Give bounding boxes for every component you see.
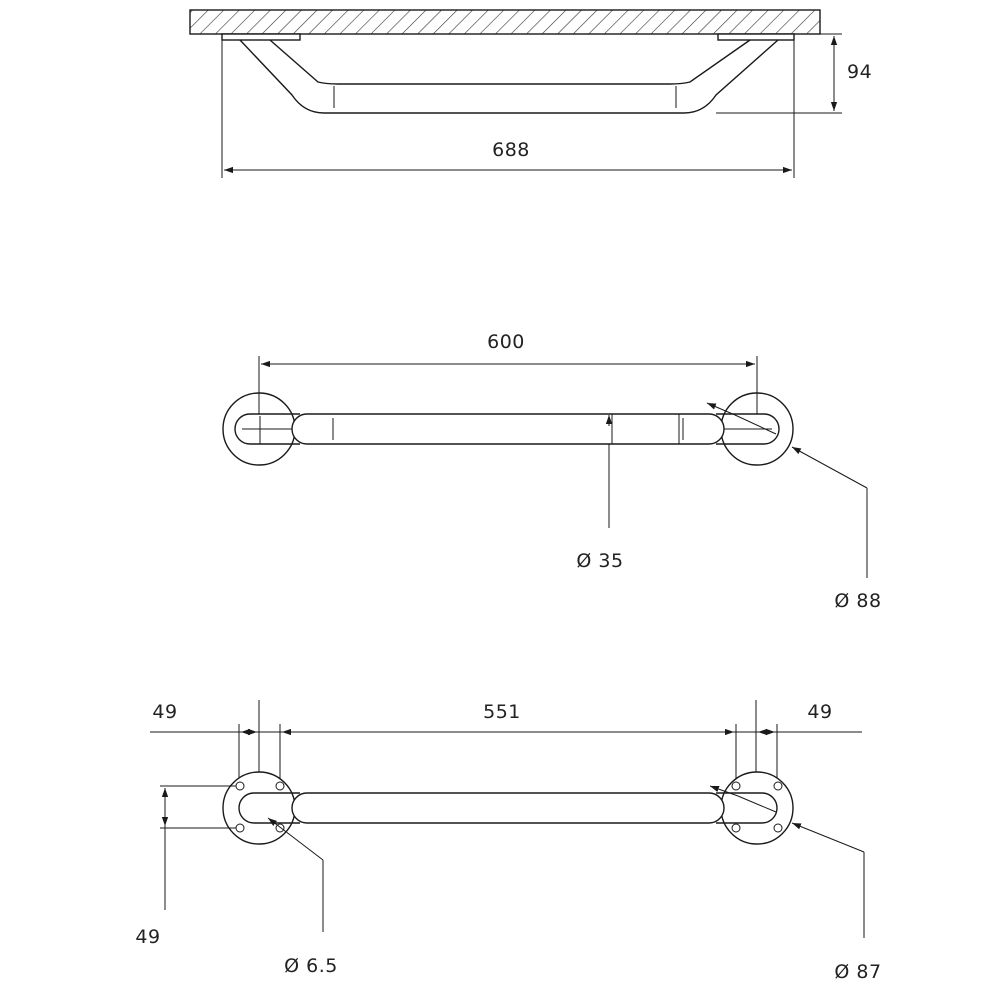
height-dimension-label: 94 xyxy=(847,61,872,83)
side-bar-inner-edge xyxy=(269,39,751,85)
right-bar-end-cap xyxy=(716,413,780,445)
side-view: 688 94 xyxy=(189,9,872,178)
plate-diameter-arrow-inner xyxy=(709,785,739,797)
front-bar-tube xyxy=(291,413,725,445)
flange-diameter-label: Ø 88 xyxy=(834,590,881,612)
left-wall-flange xyxy=(221,33,301,41)
mounting-left-bar-end xyxy=(238,792,300,824)
wall-section xyxy=(189,9,821,35)
side-bar-outer-edge xyxy=(239,39,779,114)
right-screw-hole-bottom-left xyxy=(731,823,741,833)
tube-diameter-label: Ø 35 xyxy=(576,550,623,572)
mounting-bar-tube xyxy=(291,792,725,824)
front-view: Ø 35 600 Ø 88 xyxy=(222,331,881,612)
hole-diameter-leader xyxy=(267,817,324,861)
vertical-spacing-label: 49 xyxy=(135,926,160,948)
mounting-view: 49 551 49 49 Ø 6.5 xyxy=(135,700,881,983)
right-screw-hole-top-right xyxy=(773,781,783,791)
left-screw-hole-top-right xyxy=(275,781,285,791)
mounting-right-bar-end xyxy=(716,792,778,824)
left-screw-hole-bottom-right xyxy=(275,823,285,833)
hole-diameter-label: Ø 6.5 xyxy=(284,955,338,977)
plate-diameter-label: Ø 87 xyxy=(834,961,881,983)
middle-length-label: 551 xyxy=(483,701,521,723)
width-dimension-label: 688 xyxy=(492,139,530,161)
center-distance-label: 600 xyxy=(487,331,525,353)
plate-diameter-leader xyxy=(791,822,865,853)
right-wall-flange xyxy=(717,33,795,41)
right-mounting-plate xyxy=(720,771,794,845)
plate-diameter-leader-inner xyxy=(737,795,777,813)
left-offset-label: 49 xyxy=(152,701,177,723)
flange-diameter-arrow-inner xyxy=(706,402,736,416)
left-bar-end-cap xyxy=(234,413,300,445)
right-offset-label: 49 xyxy=(807,701,832,723)
right-screw-hole-top-left xyxy=(731,781,741,791)
right-screw-hole-bottom-right xyxy=(773,823,783,833)
flange-diameter-leader xyxy=(791,446,868,489)
flange-diameter-leader-inner xyxy=(734,414,777,435)
left-mounting-plate xyxy=(222,771,296,845)
